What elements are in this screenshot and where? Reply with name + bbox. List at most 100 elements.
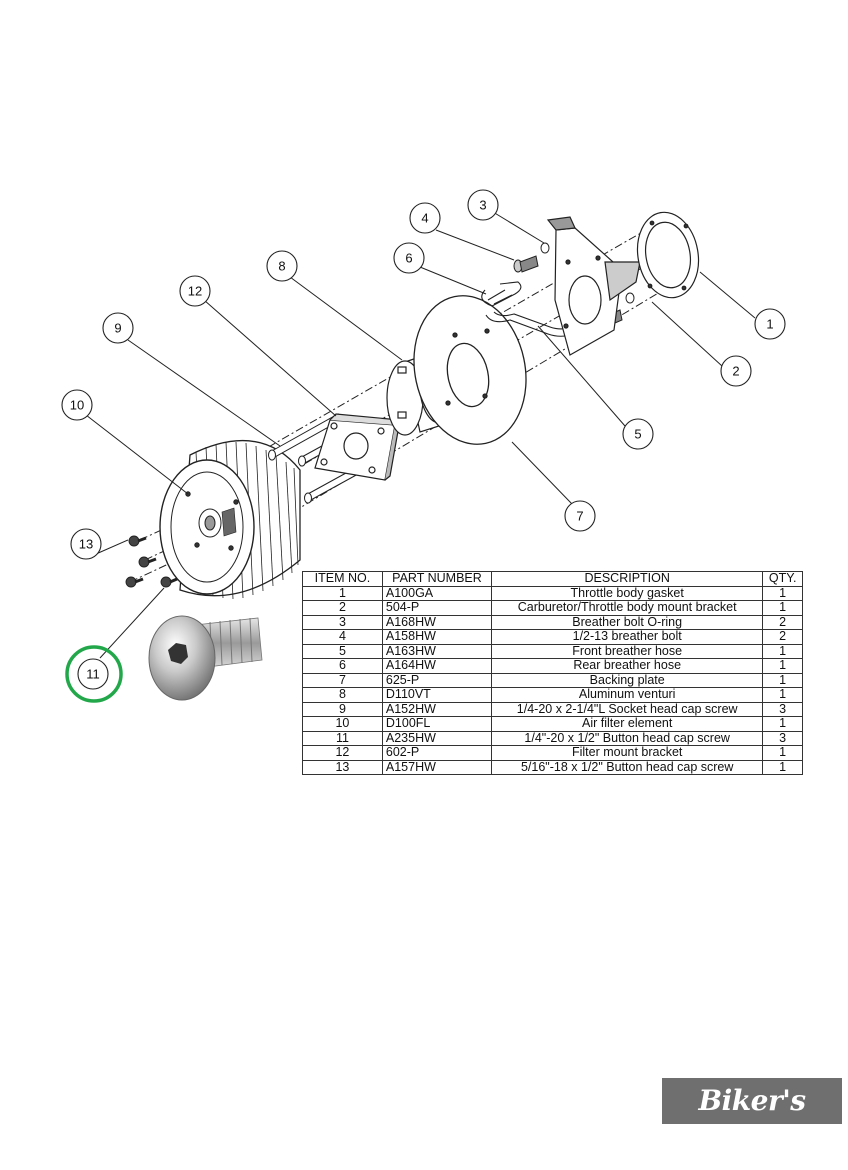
callout-label-5: 5 [634, 427, 641, 442]
callout-label-3: 3 [479, 198, 486, 213]
callout-label-9: 9 [114, 321, 121, 336]
item-no-cell: 9 [302, 701, 383, 717]
part-number-cell: A235HW [381, 730, 493, 746]
item-no-cell: 2 [302, 600, 383, 616]
item-no-cell: 10 [302, 716, 383, 732]
qty-cell: 1 [762, 745, 803, 761]
qty-cell: 1 [762, 687, 803, 703]
part-number-cell: A158HW [381, 629, 493, 645]
header-description: DESCRIPTION [491, 571, 764, 587]
part-number-cell: A152HW [381, 701, 493, 717]
part-number-cell: A163HW [381, 643, 493, 659]
callout-4 [409, 202, 441, 234]
part-number-cell: A157HW [381, 759, 493, 775]
item-no-cell: 3 [302, 614, 383, 630]
part-number-cell: A100GA [381, 585, 493, 601]
callout-numbers: 1 2 3 4 5 6 7 8 9 10 11 12 13 [70, 198, 774, 682]
leader-lines [85, 211, 756, 659]
item-no-cell: 5 [302, 643, 383, 659]
backing-plate [413, 295, 527, 445]
description-cell: 1/4"-20 x 1/2" Button head cap screw [491, 730, 764, 746]
qty-cell: 1 [762, 643, 803, 659]
part-number-cell: A168HW [381, 614, 493, 630]
qty-cell: 1 [762, 672, 803, 688]
callout-2 [720, 355, 752, 387]
item-no-cell: 4 [302, 629, 383, 645]
description-cell: Aluminum venturi [491, 687, 764, 703]
qty-cell: 1 [762, 658, 803, 674]
header-item-no: ITEM NO. [302, 571, 383, 587]
part-number-cell: 602-P [381, 745, 493, 761]
item-no-cell: 7 [302, 672, 383, 688]
description-cell: Throttle body gasket [491, 585, 764, 601]
part-number-cell: 625-P [381, 672, 493, 688]
callout-label-12: 12 [188, 284, 202, 299]
callout-7 [564, 500, 596, 532]
carburetor-mount-bracket [546, 216, 641, 356]
part-number-cell: D110VT [381, 687, 493, 703]
callout-label-8: 8 [278, 259, 285, 274]
header-part-number: PART NUMBER [381, 571, 493, 587]
qty-cell: 3 [762, 701, 803, 717]
button-head-screw-photo [148, 615, 263, 701]
bikers-store-watermark: Biker's Store [662, 1078, 842, 1163]
description-cell: Front breather hose [491, 643, 764, 659]
callout-6 [393, 242, 425, 274]
callout-10 [61, 389, 93, 421]
description-cell: Air filter element [491, 716, 764, 732]
description-cell: Rear breather hose [491, 658, 764, 674]
qty-cell: 1 [762, 716, 803, 732]
description-cell: Backing plate [491, 672, 764, 688]
item-no-cell: 8 [302, 687, 383, 703]
air-filter-element [159, 439, 301, 600]
part-number-cell: 504-P [381, 600, 493, 616]
callout-12 [179, 275, 211, 307]
part-number-cell: D100FL [381, 716, 493, 732]
callout-13 [70, 528, 102, 560]
callout-label-2: 2 [732, 364, 739, 379]
button-head-screws [125, 535, 178, 588]
throttle-body-gasket [636, 211, 700, 299]
description-cell: 1/2-13 breather bolt [491, 629, 764, 645]
callout-3 [467, 189, 499, 221]
item-no-cell: 1 [302, 585, 383, 601]
qty-cell: 3 [762, 730, 803, 746]
callout-label-1: 1 [766, 317, 773, 332]
callout-label-10: 10 [70, 398, 84, 413]
exploded-parts-diagram: 1 2 3 4 5 6 7 8 9 10 11 12 13 [61, 189, 786, 703]
qty-cell: 1 [762, 600, 803, 616]
callout-9 [102, 312, 134, 344]
qty-cell: 2 [762, 629, 803, 645]
description-cell: Breather bolt O-ring [491, 614, 764, 630]
header-qty: QTY. [762, 571, 803, 587]
item-no-cell: 12 [302, 745, 383, 761]
item-no-cell: 13 [302, 759, 383, 775]
callout-5 [622, 418, 654, 450]
qty-cell: 2 [762, 614, 803, 630]
callout-label-7: 7 [576, 509, 583, 524]
callout-label-11: 11 [86, 667, 100, 682]
item-no-cell: 11 [302, 730, 383, 746]
callout-11 [77, 658, 109, 690]
description-cell: 5/16"-18 x 1/2" Button head cap screw [491, 759, 764, 775]
part-number-cell: A164HW [381, 658, 493, 674]
callout-label-4: 4 [421, 211, 428, 226]
callout-8 [266, 250, 298, 282]
description-cell: 1/4-20 x 2-1/4"L Socket head cap screw [491, 701, 764, 717]
qty-cell: 1 [762, 759, 803, 775]
qty-cell: 1 [762, 585, 803, 601]
callout-label-13: 13 [79, 537, 93, 552]
